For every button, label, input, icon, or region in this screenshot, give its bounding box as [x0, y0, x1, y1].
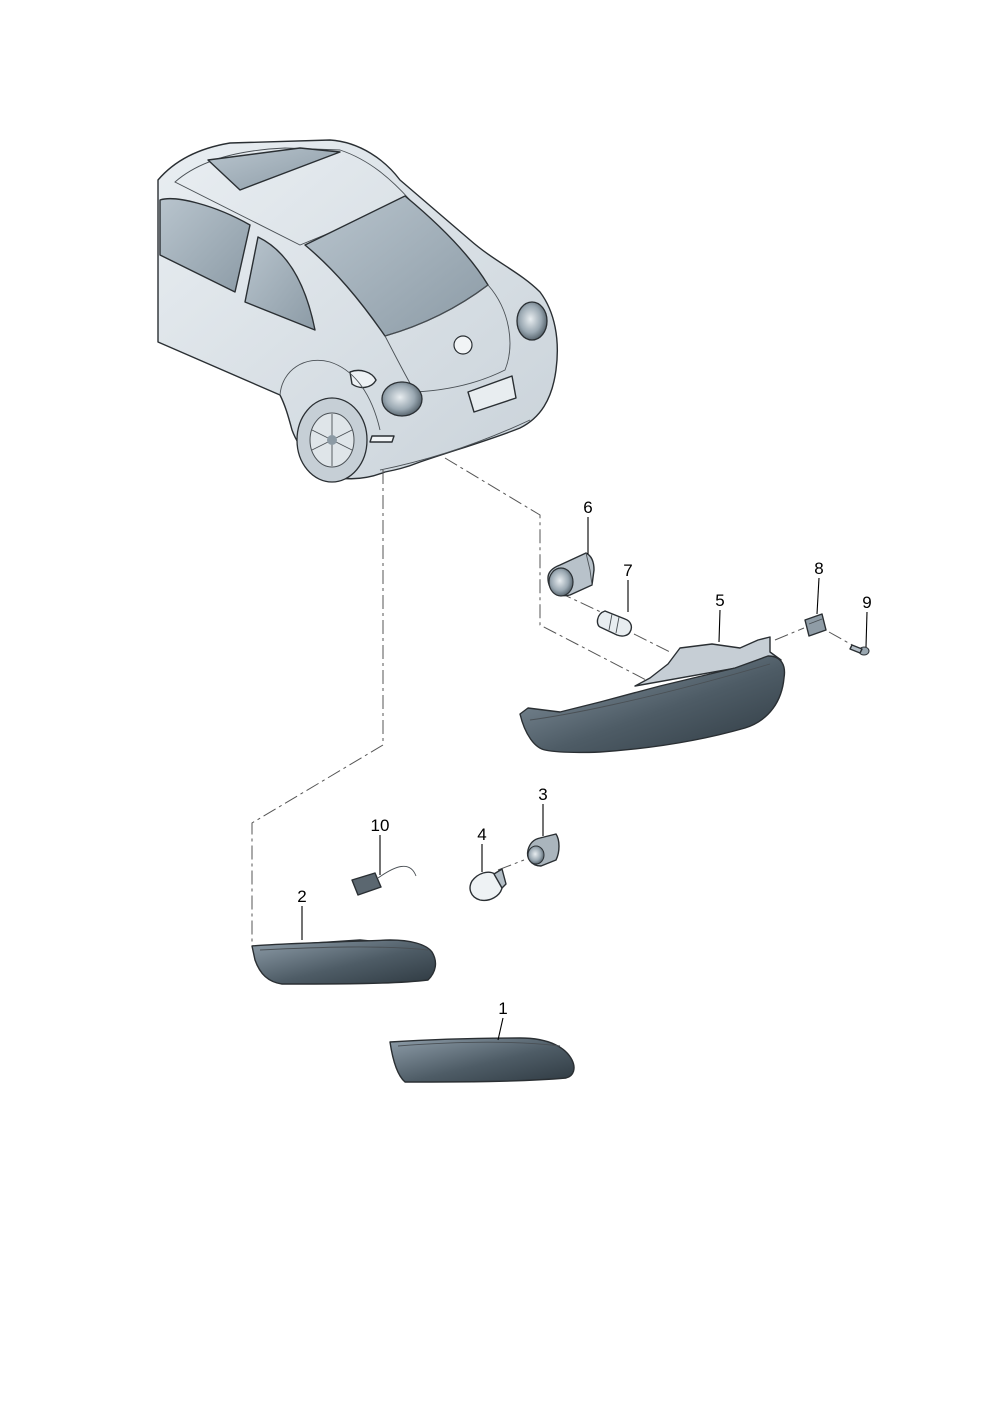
- callout-5: 5: [715, 591, 724, 610]
- car-fuel-flap: [349, 369, 377, 389]
- part-10-connector: [351, 865, 417, 896]
- car-tail-lamp-right: [516, 301, 548, 341]
- callout-10: 10: [371, 816, 390, 835]
- callout-labels: 1 2 3 4 5 6 7 8 9 10: [297, 498, 871, 1018]
- callout-3: 3: [538, 785, 547, 804]
- car-badge: [453, 335, 473, 355]
- part-9-screw: [849, 644, 870, 656]
- car-side-window-rear: [244, 236, 316, 331]
- callout-6: 6: [583, 498, 592, 517]
- callout-9: 9: [862, 593, 871, 612]
- part-6-bulb-holder: [547, 552, 595, 597]
- car-sunroof: [207, 147, 341, 191]
- part-8-clip: [804, 613, 827, 637]
- car-plate-recess: [467, 375, 517, 413]
- callout-8: 8: [814, 559, 823, 578]
- part-1-side-marker-lens: [389, 1037, 575, 1083]
- car-tail-lamp-left: [381, 381, 423, 417]
- callout-7: 7: [623, 561, 632, 580]
- car-roof: [174, 147, 411, 246]
- part-3-bulb-socket: [526, 833, 560, 867]
- vehicle-rear-view: [157, 139, 559, 483]
- callout-4: 4: [477, 825, 486, 844]
- part-4-wedge-bulb: [469, 868, 507, 902]
- car-side-window-front: [159, 198, 251, 293]
- assembly-lines: [251, 457, 855, 945]
- callout-2: 2: [297, 887, 306, 906]
- car-bumper-reflector: [369, 435, 395, 443]
- part-2-side-marker-lens: [251, 939, 437, 985]
- car-rear-fender: [279, 360, 381, 431]
- part-7-bulb: [596, 610, 633, 637]
- callout-leaders: [301, 517, 868, 1041]
- part-5-side-marker-lamp: [519, 636, 786, 754]
- car-rear-wheel: [296, 397, 368, 483]
- car-bumper-edge: [379, 419, 531, 471]
- callout-1: 1: [498, 999, 507, 1018]
